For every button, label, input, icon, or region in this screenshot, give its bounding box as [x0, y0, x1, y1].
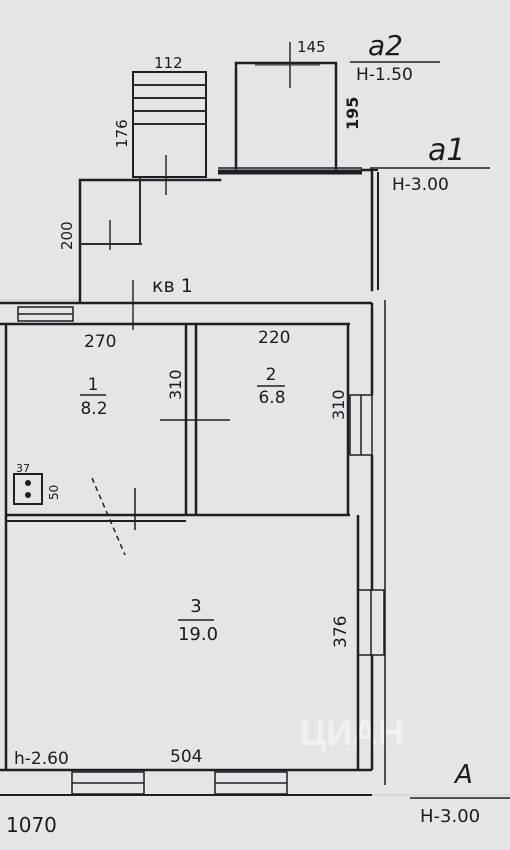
room-2-label: 2 6.8 [257, 365, 286, 408]
dim-annex2-depth: 195 [343, 97, 362, 130]
dim-room2-depth: 310 [329, 389, 348, 420]
dim-building-length: 1070 [6, 813, 57, 837]
stove-icon [13, 473, 43, 505]
dim-stair-width: 112 [154, 54, 183, 72]
main-building-walls [0, 300, 386, 796]
dim-room1-width: 270 [84, 332, 116, 352]
main-building-height: Н-3.00 [420, 806, 480, 827]
main-building-label: А Н-3.00 [410, 760, 510, 827]
annex-a2-label: а2 Н-1.50 [350, 29, 440, 85]
dim-room2-width: 220 [258, 328, 290, 348]
dim-stove-width: 37 [16, 462, 30, 475]
dim-stove-depth: 50 [47, 485, 61, 500]
annex-a1 [78, 167, 379, 330]
annex-a2-code: а2 [368, 29, 403, 62]
annex-a2 [234, 42, 338, 170]
main-building-code: А [453, 760, 473, 790]
dim-room3-depth: 376 [331, 616, 351, 648]
room-3-label: 3 19.0 [178, 596, 218, 645]
dim-room1-depth: 310 [166, 369, 185, 400]
room-1-label: 1 8.2 [80, 375, 108, 419]
sheet-lines [0, 299, 510, 796]
annex-a1-code: а1 [428, 133, 465, 168]
dim-room3-width: 504 [170, 747, 202, 767]
room-1-area: 8.2 [80, 399, 107, 419]
ceiling-height: h-2.60 [14, 749, 69, 769]
room-3-number: 3 [190, 596, 201, 617]
room-3-area: 19.0 [178, 624, 218, 645]
apartment-label: кв 1 [152, 275, 193, 297]
room-1-number: 1 [88, 375, 99, 395]
watermark: ЦИАН [300, 712, 404, 753]
room-2-area: 6.8 [258, 388, 285, 408]
annex-a2-height: Н-1.50 [356, 65, 413, 85]
annex-a1-label: а1 Н-3.00 [370, 133, 490, 195]
dim-annex2-width: 145 [297, 38, 326, 56]
dim-stair-length: 176 [113, 119, 131, 148]
dim-annex1-depth: 200 [58, 221, 76, 250]
stair [132, 71, 207, 195]
room-2-number: 2 [266, 365, 277, 385]
annex-a1-height: Н-3.00 [392, 175, 449, 195]
